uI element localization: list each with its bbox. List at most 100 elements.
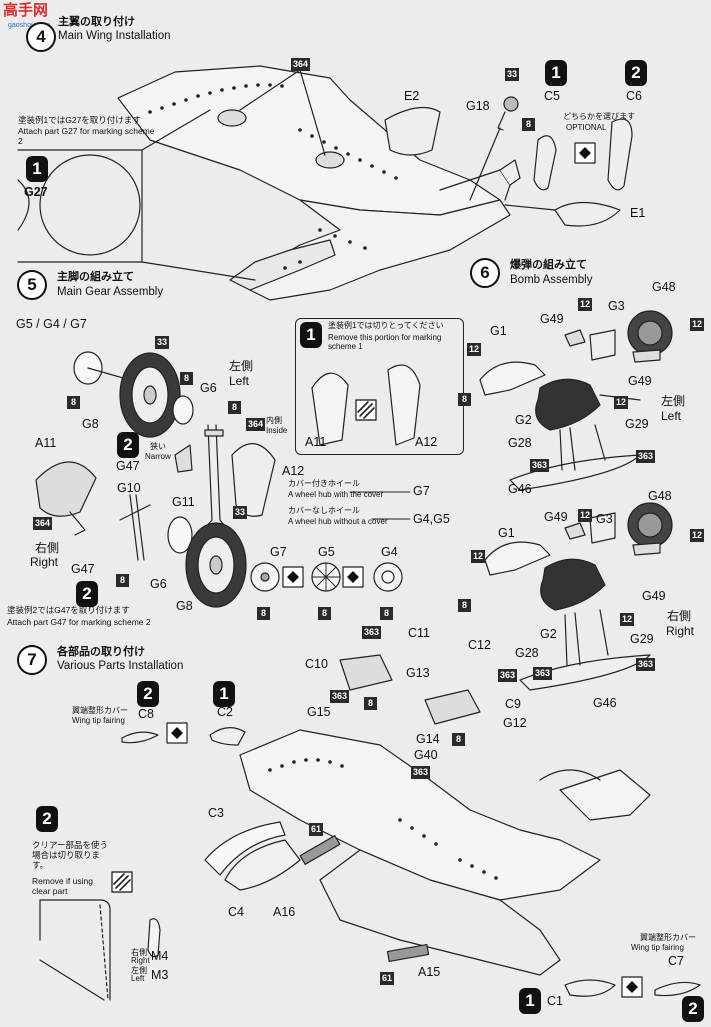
wheel-cover-note-en: A wheel hub with the cover — [288, 490, 384, 499]
step7-title-en: Various Parts Installation — [57, 660, 184, 672]
step5-scheme2-note-jp: 塗装例2ではG47を取り付けます — [7, 605, 130, 615]
part-label-g7: G7 — [270, 545, 287, 559]
step5-title-jp: 主脚の組み立て — [57, 271, 134, 283]
part-label-g29b: G29 — [630, 632, 654, 646]
step4-title-jp: 主翼の取り付け — [58, 16, 135, 28]
step6-title-jp: 爆弾の組み立て — [510, 259, 587, 271]
left-label-jp-step5: 左側 — [229, 359, 254, 373]
part-label-g1b: G1 — [498, 526, 515, 540]
step5-scheme2-note-en: Attach part G47 for marking scheme 2 — [7, 617, 151, 627]
part-label-g46b: G46 — [593, 696, 617, 710]
part-label-g6a: G6 — [200, 381, 217, 395]
part-label-g10: G10 — [117, 481, 141, 495]
wingtip-label-jp-c8: 翼端整形カバー — [72, 706, 128, 715]
step7-scheme-1-c2: 1 — [213, 681, 235, 707]
badge-363-g46b-right: 363 — [636, 658, 656, 671]
badge-363-g40: 363 — [411, 766, 431, 779]
clear-part-note-en: Remove if using clear part — [32, 876, 93, 896]
badge-8-step4: 8 — [522, 118, 535, 131]
badge-12-g48a: 12 — [690, 318, 705, 331]
step4-wing-drawing — [17, 65, 633, 301]
left-label-en-m3: Left — [131, 974, 145, 983]
step5-scheme-2-badge: 2 — [117, 432, 139, 458]
badge-12-g2b: 12 — [620, 613, 635, 626]
step7-scheme-2-inset: 2 — [36, 806, 58, 832]
step7-title-jp: 各部品の取り付け — [57, 646, 145, 658]
inside-label-jp: 内側 — [266, 416, 282, 425]
badge-33-g8a: 33 — [155, 336, 170, 349]
wingtip-label-en-c8: Wing tip fairing — [72, 716, 125, 725]
site-logo-url: gaoshou.com — [8, 22, 51, 29]
step5-scheme-2-g47b: 2 — [76, 581, 98, 607]
site-logo: 高手网 — [3, 3, 48, 18]
part-label-c4: C4 — [228, 905, 244, 919]
step4-scheme-note-jp: 塗装例1ではG27を取り付けます — [18, 115, 141, 125]
step4-scheme-note-en: Attach part G27 for marking scheme 2 — [18, 126, 155, 146]
badge-8-g1b: 8 — [458, 599, 471, 612]
step7-fuselage-drawing — [39, 654, 701, 1001]
part-label-g27: G27 — [24, 185, 48, 199]
badge-12-g3b: 12 — [578, 509, 593, 522]
part-label-c1: C1 — [547, 994, 563, 1008]
part-label-a11: A11 — [35, 436, 57, 450]
part-label-g15: G15 — [307, 705, 331, 719]
step4-scheme-1-c5: 1 — [545, 60, 567, 86]
part-label-g14: G14 — [416, 732, 440, 746]
badge-12-g1b: 12 — [471, 550, 486, 563]
step7-scheme-1-c1: 1 — [519, 988, 541, 1014]
part-label-g11: G11 — [172, 495, 195, 509]
part-label-a12: A12 — [282, 464, 305, 478]
part-label-g6b: G6 — [150, 577, 167, 591]
part-label-c11: C11 — [408, 626, 431, 640]
site-logo-text: 高手网 — [3, 2, 49, 19]
right-label-jp-m4: 右側 — [131, 948, 147, 957]
part-label-c10: C10 — [305, 657, 328, 671]
badge-363-c11: 363 — [362, 626, 382, 639]
badge-61-a15: 61 — [380, 972, 395, 985]
part-label-c7: C7 — [668, 954, 684, 968]
part-label-m3: M3 — [151, 968, 169, 982]
part-label-g3a: G3 — [608, 299, 625, 313]
badge-364-a12: 364 — [246, 418, 266, 431]
part-label-c12: C12 — [468, 638, 491, 652]
badge-364-a11: 364 — [33, 517, 53, 530]
part-label-g49a: G49 — [540, 312, 564, 326]
part-label-c8: C8 — [138, 707, 154, 721]
wheel-nocover-note-jp: カバーなしホイール — [288, 506, 360, 515]
badge-363-g46a-left: 363 — [530, 459, 550, 472]
narrow-label-en: Narrow — [145, 452, 171, 461]
part-label-g40: G40 — [414, 748, 438, 762]
part-label-g49d: G49 — [642, 589, 666, 603]
left-label-en-step5: Left — [229, 374, 250, 388]
badge-364-step4: 364 — [291, 58, 311, 71]
clear-part-note-jp: クリアー部品を使う場合は切り取ります。 — [32, 840, 108, 870]
inset-part-a11: A11 — [305, 435, 327, 449]
inset-scheme-1-badge: 1 — [300, 322, 322, 348]
badge-8-g8a: 8 — [67, 396, 80, 409]
part-label-g5-g4-g7: G5 / G4 / G7 — [16, 317, 87, 331]
part-label-g8b: G8 — [176, 599, 193, 613]
badge-12-g3a: 12 — [578, 298, 593, 311]
badge-33-step4: 33 — [505, 68, 520, 81]
badge-8-g6a: 8 — [180, 372, 193, 385]
badge-8-g13: 8 — [364, 697, 377, 710]
badge-363-g46b-left: 363 — [533, 667, 553, 680]
badge-12-g2a: 12 — [614, 396, 629, 409]
step5-title-en: Main Gear Assembly — [57, 286, 164, 298]
badge-8-g1a: 8 — [458, 393, 471, 406]
part-label-m4: M4 — [151, 949, 169, 963]
part-label-g2b: G2 — [540, 627, 557, 641]
step6-title-en: Bomb Assembly — [510, 274, 593, 286]
part-label-g47a: G47 — [116, 459, 140, 473]
wheel-cover-note-jp: カバー付きホイール — [288, 479, 360, 488]
optional-note-jp: どちらかを選びます — [563, 112, 635, 121]
right-label-jp-step6: 右側 — [667, 609, 692, 623]
part-label-c5: C5 — [544, 89, 560, 103]
badge-33-g8b: 33 — [233, 506, 248, 519]
badge-363-c12: 363 — [498, 669, 518, 682]
right-label-en-m4: Right — [131, 956, 150, 965]
part-label-g47b: G47 — [71, 562, 95, 576]
part-label-c3: C3 — [208, 806, 224, 820]
